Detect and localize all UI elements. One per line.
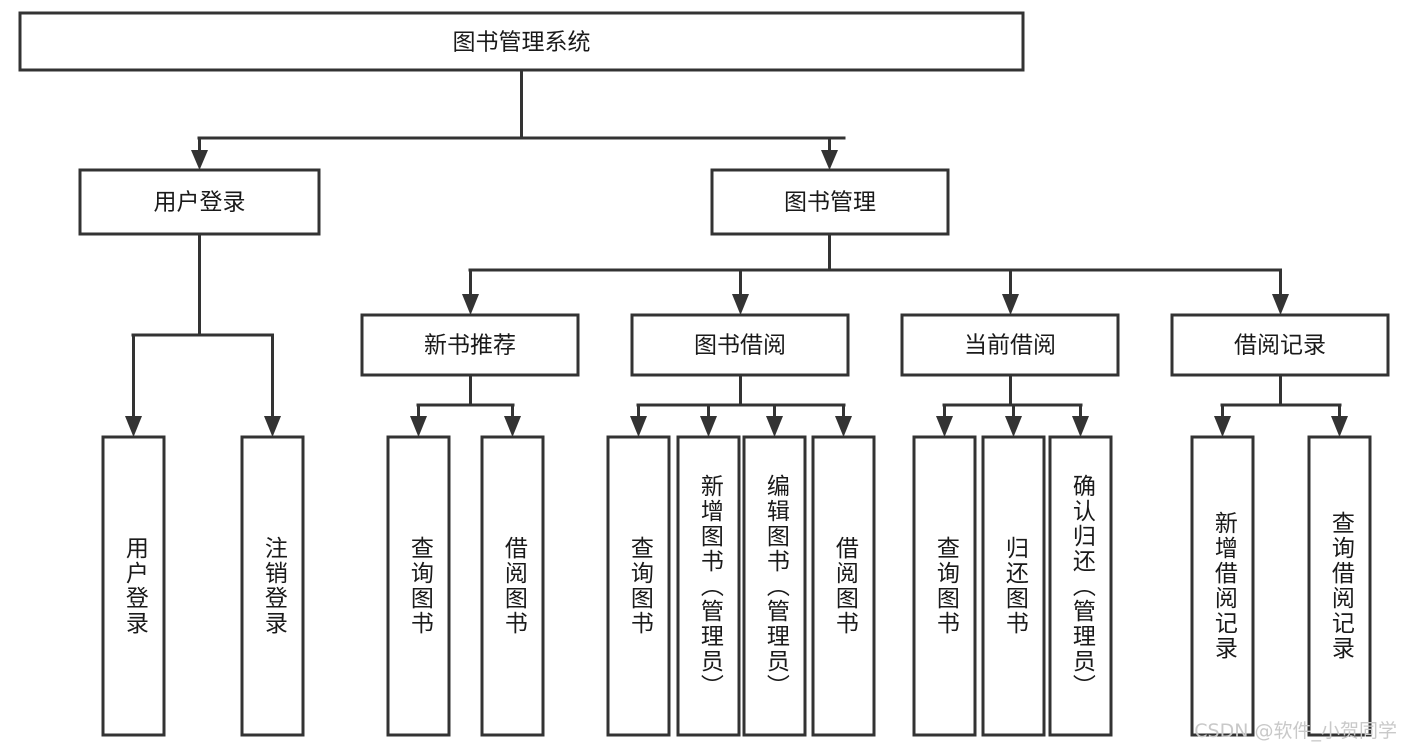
arrow-head-bb-borrow-book xyxy=(835,416,852,437)
leaf-box-cb-confirm[interactable] xyxy=(1048,435,1113,737)
arrow-head-bb-query-book xyxy=(630,416,647,437)
arrow-head-borrow-record xyxy=(1272,294,1289,315)
node-book-borrow-label: 图书借阅 xyxy=(694,333,786,359)
node-current-borrow-box[interactable] xyxy=(900,313,1120,377)
arrow-head-br-query-record xyxy=(1331,416,1348,437)
leaf-box-bb-borrow-book[interactable] xyxy=(811,435,876,737)
arrow-head-cb-query-book xyxy=(936,416,953,437)
leaf-box-bb-add-book[interactable] xyxy=(676,435,741,737)
arrow-head-current-borrow xyxy=(1002,294,1019,315)
leaf-box-layer xyxy=(101,435,1372,737)
leaf-box-cb-query-book[interactable] xyxy=(912,435,977,737)
leaf-box-user-login[interactable] xyxy=(101,435,166,737)
node-new-book-rec-box[interactable] xyxy=(360,313,580,377)
node-user-login[interactable]: 用户登录 xyxy=(78,168,321,236)
node-borrow-record-label: 借阅记录 xyxy=(1234,333,1326,359)
arrow-head-leaf-logout xyxy=(264,416,281,437)
node-root-label: 图书管理系统 xyxy=(453,30,591,56)
leaf-box-cb-return-book[interactable] xyxy=(981,435,1046,737)
leaf-box-nbr-query-book[interactable] xyxy=(386,435,451,737)
arrow-head-bb-add-book xyxy=(700,416,717,437)
node-borrow-record[interactable]: 借阅记录 xyxy=(1170,313,1390,377)
node-book-mgmt[interactable]: 图书管理 xyxy=(710,168,950,236)
leaf-box-bb-edit-book[interactable] xyxy=(742,435,807,737)
arrow-head-new-book-rec xyxy=(462,294,479,315)
arrow-head-nbr-query-book xyxy=(410,416,427,437)
node-user-login-label: 用户登录 xyxy=(154,190,246,216)
node-book-mgmt-label: 图书管理 xyxy=(784,190,876,216)
node-root[interactable]: 图书管理系统 xyxy=(18,11,1025,72)
arrow-head-leaf-user-login xyxy=(125,416,142,437)
leaf-box-bb-query-book[interactable] xyxy=(606,435,671,737)
node-book-mgmt-box[interactable] xyxy=(710,168,950,236)
node-borrow-record-box[interactable] xyxy=(1170,313,1390,377)
node-new-book-rec[interactable]: 新书推荐 xyxy=(360,313,580,377)
arrow-head-br-add-record xyxy=(1214,416,1231,437)
watermark-text: CSDN @软件_小贺同学 xyxy=(1194,720,1397,742)
node-current-borrow-label: 当前借阅 xyxy=(964,333,1056,359)
arrow-head-book-mgmt xyxy=(821,150,838,170)
leaf-box-br-query-record[interactable] xyxy=(1307,435,1372,737)
leaf-box-br-add-record[interactable] xyxy=(1190,435,1255,737)
arrow-head-bb-edit-book xyxy=(766,416,783,437)
node-current-borrow[interactable]: 当前借阅 xyxy=(900,313,1120,377)
arrow-head-cb-confirm-return xyxy=(1072,416,1089,437)
arrow-head-book-borrow xyxy=(732,294,749,315)
node-book-borrow[interactable]: 图书借阅 xyxy=(630,313,850,377)
node-new-book-rec-label: 新书推荐 xyxy=(424,333,516,359)
node-root-box[interactable] xyxy=(18,11,1025,72)
leaf-box-nbr-borrow-book[interactable] xyxy=(480,435,545,737)
leaf-box-logout[interactable] xyxy=(240,435,305,737)
node-book-borrow-box[interactable] xyxy=(630,313,850,377)
node-user-login-box[interactable] xyxy=(78,168,321,236)
connector-layer xyxy=(125,68,1348,437)
arrow-head-nbr-borrow-book xyxy=(504,416,521,437)
arrow-head-cb-return-book xyxy=(1005,416,1022,437)
arrow-head-user-login xyxy=(191,150,208,170)
